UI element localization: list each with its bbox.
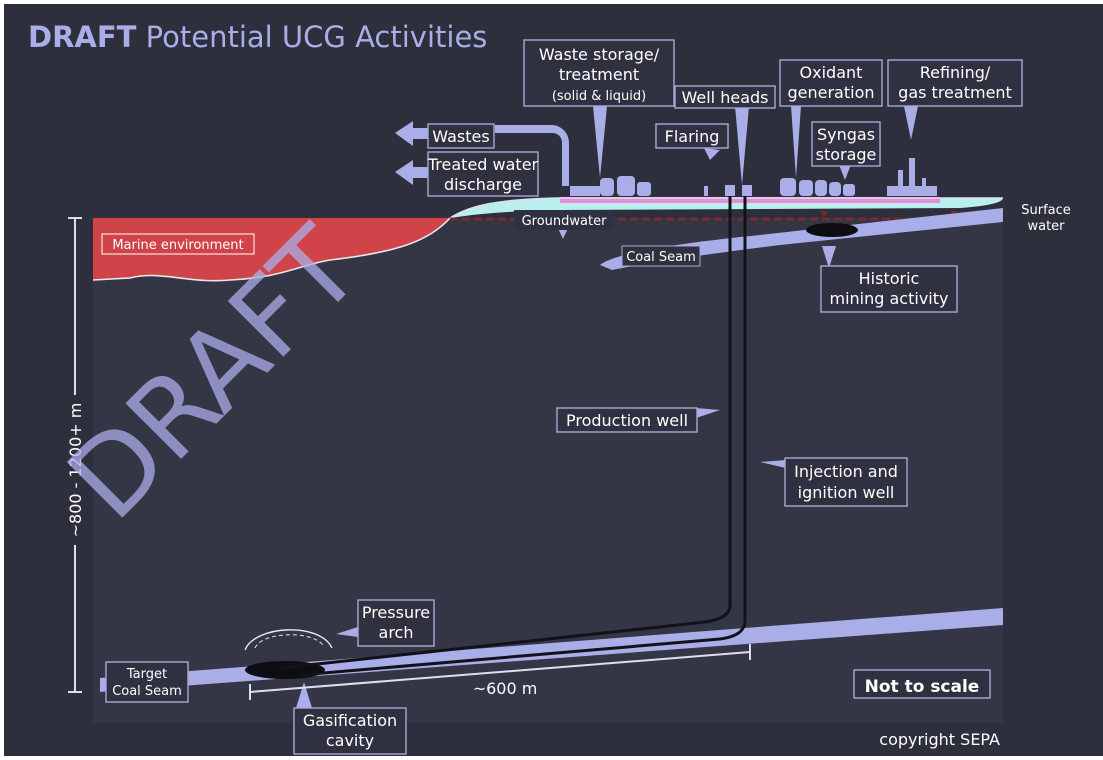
svg-text:Refining/: Refining/: [920, 63, 991, 82]
label-flaring: Flaring: [655, 123, 729, 149]
label-well-heads: Well heads: [674, 85, 776, 109]
svg-text:generation: generation: [787, 83, 874, 102]
surface-facilities: [570, 158, 937, 196]
label-injection-well: Injection and ignition well: [784, 457, 908, 507]
label-oxidant-generation: Oxidant generation: [779, 59, 883, 107]
svg-text:discharge: discharge: [444, 175, 522, 194]
svg-text:storage: storage: [816, 145, 877, 164]
svg-text:Not to scale: Not to scale: [865, 677, 980, 697]
label-coal-seam: Coal Seam: [621, 245, 701, 267]
wastes-arrow-icon: [395, 121, 428, 146]
label-pressure-arch: Pressure arch: [357, 599, 435, 647]
label-treated-water: Treated water discharge: [427, 151, 539, 197]
svg-text:Flaring: Flaring: [665, 127, 720, 146]
depth-scale: ~800 - 1200+ m: [58, 217, 92, 693]
svg-text:(solid & liquid): (solid & liquid): [552, 89, 646, 104]
page-title: DRAFT Potential UCG Activities: [28, 20, 487, 54]
svg-text:treatment: treatment: [559, 65, 639, 84]
svg-text:Surface: Surface: [1021, 203, 1071, 218]
label-target-coal-seam: Target Coal Seam: [105, 661, 189, 703]
label-wastes: Wastes: [427, 123, 495, 149]
svg-text:Syngas: Syngas: [817, 125, 875, 144]
svg-text:Pressure: Pressure: [362, 603, 430, 622]
injection-well: [299, 192, 747, 677]
svg-text:mining activity: mining activity: [830, 289, 949, 308]
svg-text:Coal Seam: Coal Seam: [112, 684, 182, 699]
svg-text:water: water: [1027, 219, 1065, 234]
copyright-text: copyright SEPA: [879, 730, 1000, 749]
label-syngas-storage: Syngas storage: [811, 121, 881, 167]
svg-text:arch: arch: [379, 623, 414, 642]
svg-text:Target: Target: [126, 667, 167, 682]
svg-text:Groundwater: Groundwater: [522, 214, 608, 229]
waste-arrows: [395, 121, 569, 186]
ground-surface-line: [449, 197, 1003, 219]
label-groundwater: Groundwater: [514, 210, 614, 230]
label-marine-environment: Marine environment: [101, 233, 255, 255]
svg-text:Coal Seam: Coal Seam: [626, 250, 696, 265]
svg-text:Production well: Production well: [566, 411, 688, 430]
svg-text:gas treatment: gas treatment: [898, 83, 1012, 102]
treated-water-arrow-icon: [395, 160, 428, 185]
label-refining: Refining/ gas treatment: [887, 59, 1023, 107]
svg-text:Injection and: Injection and: [794, 462, 898, 481]
target-coal-seam: [100, 608, 1003, 692]
label-surface-water: Surface water: [1021, 203, 1071, 234]
label-gasification-cavity: Gasification cavity: [293, 707, 407, 755]
label-production-well: Production well: [556, 407, 698, 433]
waste-pipe: [495, 125, 569, 186]
distance-scale: ~600 m: [249, 644, 751, 700]
svg-text:cavity: cavity: [326, 731, 374, 750]
svg-text:Treated water: Treated water: [427, 155, 539, 174]
label-not-to-scale: Not to scale: [853, 669, 991, 699]
label-historic-mining: Historic mining activity: [820, 265, 958, 313]
svg-text:Wastes: Wastes: [432, 127, 489, 146]
marine-shoreline: [92, 217, 451, 282]
label-waste-storage: Waste storage/ treatment (solid & liquid…: [523, 39, 675, 107]
shallow-coal-seam: [600, 208, 1003, 270]
svg-text:~600 m: ~600 m: [473, 679, 538, 698]
svg-text:Gasification: Gasification: [303, 711, 397, 730]
pressure-arch: [244, 629, 333, 651]
production-well: [279, 192, 732, 670]
historic-mining-void: [806, 223, 858, 237]
svg-text:Oxidant: Oxidant: [800, 63, 863, 82]
svg-text:Marine environment: Marine environment: [112, 238, 243, 253]
pressure-arch-inner: [254, 634, 325, 649]
svg-text:Historic: Historic: [859, 269, 920, 288]
svg-text:Well heads: Well heads: [682, 88, 769, 107]
svg-text:Waste storage/: Waste storage/: [539, 45, 660, 64]
svg-text:ignition well: ignition well: [798, 483, 895, 502]
svg-text:~800 - 1200+ m: ~800 - 1200+ m: [66, 403, 85, 538]
